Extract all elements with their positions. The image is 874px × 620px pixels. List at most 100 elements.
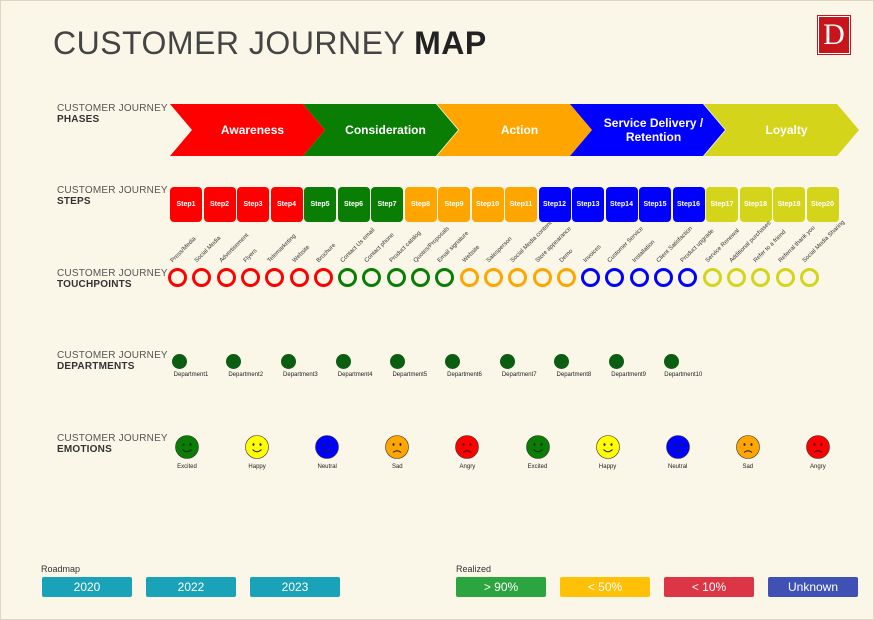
touchpoint-ring xyxy=(799,268,819,287)
department-dot xyxy=(445,354,460,369)
department-dot xyxy=(609,354,625,369)
happy-face-icon xyxy=(595,435,620,459)
step-box: Step15 xyxy=(639,187,671,222)
emotion-label: Neutral xyxy=(668,464,688,470)
department-label: Department2 xyxy=(228,372,264,378)
touchpoint-ring xyxy=(216,268,236,287)
department-label: Department4 xyxy=(337,372,373,378)
touchpoint-ring xyxy=(435,268,455,287)
realized-status-button[interactable]: Unknown xyxy=(768,577,858,597)
step-box: Step10 xyxy=(471,187,504,222)
step-box: Step4 xyxy=(270,187,303,222)
phase-label: Loyalty xyxy=(765,123,808,137)
touchpoint-ring xyxy=(338,268,358,287)
excited-face-icon xyxy=(525,435,550,459)
touchpoint-ring xyxy=(654,268,673,287)
step-box: Step20 xyxy=(806,187,839,222)
touchpoint-ring xyxy=(556,268,576,287)
phase-chevron: Action xyxy=(437,104,592,156)
logo: D xyxy=(818,16,850,54)
touchpoint-ring xyxy=(532,268,552,287)
step-box: Step11 xyxy=(505,187,537,222)
touchpoint-ring xyxy=(581,268,601,287)
touchpoint-ring xyxy=(483,268,503,287)
sad-face-icon xyxy=(385,435,410,459)
touchpoint-ring xyxy=(629,268,649,287)
department-label: Department8 xyxy=(556,372,592,378)
step-box: Step9 xyxy=(438,187,470,222)
touchpoint-ring xyxy=(411,268,430,287)
touchpoint-ring xyxy=(362,268,382,287)
emotion-label: Angry xyxy=(810,464,826,470)
roadmap-year-button[interactable]: 2020 xyxy=(42,577,132,597)
department-dot xyxy=(335,354,351,369)
realized-title: Realized xyxy=(456,564,492,574)
excited-face-icon xyxy=(175,435,199,459)
roadmap-title: Roadmap xyxy=(41,564,81,574)
realized-status-button[interactable]: > 90% xyxy=(456,577,546,597)
department-dot xyxy=(226,354,242,369)
department-dot xyxy=(663,354,679,369)
roadmap-year-button[interactable]: 2022 xyxy=(146,577,236,597)
touchpoint-ring xyxy=(313,268,333,287)
neutral-face-icon xyxy=(665,435,690,459)
step-box: Step7 xyxy=(371,187,403,222)
department-dot xyxy=(171,354,187,369)
touchpoint-ring xyxy=(289,268,309,287)
sad-face-icon xyxy=(735,435,760,459)
step-box: Step6 xyxy=(337,187,370,222)
phase-label: Service Delivery / Retention xyxy=(603,116,704,144)
department-dot xyxy=(280,354,296,369)
step-box: Step19 xyxy=(773,187,805,222)
department-label: Department1 xyxy=(173,372,209,378)
emotion-label: Happy xyxy=(248,464,266,470)
neutral-face-icon xyxy=(315,435,339,459)
emotion-label: Excited xyxy=(177,464,197,470)
touchpoint-ring xyxy=(386,268,406,287)
touchpoint-ring xyxy=(168,268,187,287)
touchpoint-ring xyxy=(192,268,212,287)
department-dot xyxy=(499,354,515,369)
touchpoint-ring xyxy=(775,268,795,287)
department-label: Department3 xyxy=(283,372,318,378)
emotion-label: Happy xyxy=(598,464,617,470)
step-box: Step17 xyxy=(706,187,738,222)
department-label: Department9 xyxy=(611,372,646,378)
department-label: Department6 xyxy=(447,372,482,378)
touchpoint-ring xyxy=(605,268,625,287)
realized-status-button[interactable]: < 50% xyxy=(560,577,650,597)
phase-label: Awareness xyxy=(220,123,285,137)
angry-face-icon xyxy=(806,435,830,459)
emotion-label: Neutral xyxy=(317,464,337,470)
department-label: Department7 xyxy=(501,372,537,378)
phase-chevron: Loyalty xyxy=(704,104,859,156)
department-dot xyxy=(390,354,406,369)
page-title: CUSTOMER JOURNEY MAP xyxy=(53,25,487,61)
step-box: Step5 xyxy=(304,187,336,222)
touchpoint-ring xyxy=(702,268,722,287)
step-box: Step8 xyxy=(404,187,437,222)
department-label: Department10 xyxy=(664,372,703,378)
realized-status-button[interactable]: < 10% xyxy=(664,577,754,597)
step-box: Step1 xyxy=(170,187,202,222)
phase-label: Action xyxy=(500,123,539,137)
angry-face-icon xyxy=(455,435,480,459)
department-label: Department5 xyxy=(392,372,428,378)
touchpoint-ring xyxy=(240,268,260,287)
step-box: Step14 xyxy=(605,187,638,222)
roadmap-year-button[interactable]: 2023 xyxy=(250,577,340,597)
phase-chevron: Consideration xyxy=(303,104,458,156)
step-box: Step13 xyxy=(572,187,604,222)
happy-face-icon xyxy=(245,435,269,459)
emotion-label: Sad xyxy=(742,464,754,470)
touchpoint-ring xyxy=(508,268,528,287)
step-box: Step2 xyxy=(203,187,236,222)
phase-label: Consideration xyxy=(345,123,426,137)
step-box: Step12 xyxy=(538,187,571,222)
